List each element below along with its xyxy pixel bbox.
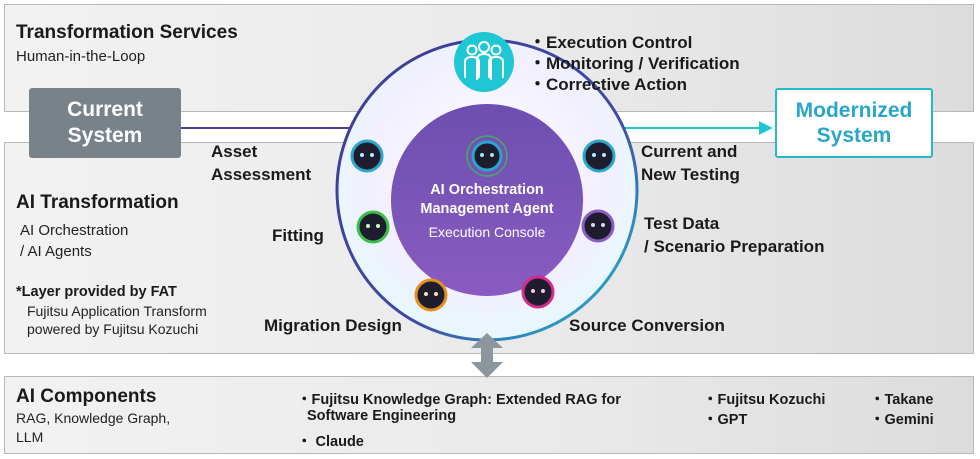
orchestration-title-line1: AI Orchestration	[430, 182, 544, 198]
component-item: ・Gemini	[870, 412, 934, 428]
execution-console-label: Execution Console	[428, 224, 546, 240]
ai-components-title: AI Components	[16, 386, 157, 407]
component-item: ・ Claude	[297, 434, 364, 450]
stage-testdata-line2: / Scenario Preparation	[644, 237, 825, 256]
stage-testing-line1: Current and	[641, 142, 738, 161]
component-item: ・Fujitsu Knowledge Graph: Extended RAG f…	[297, 392, 621, 408]
orchestration-title-line2: Management Agent	[420, 201, 554, 217]
stage-source: Source Conversion	[569, 316, 725, 335]
ai-components-band	[4, 376, 974, 454]
ai-transformation-line2: / AI Agents	[20, 243, 92, 260]
stage-testdata-line1: Test Data	[644, 214, 720, 233]
transformation-services-subtitle: Human-in-the-Loop	[16, 48, 146, 65]
orchestration-core	[391, 104, 583, 296]
agent-fitting-icon	[356, 210, 390, 244]
agent-migration-icon	[414, 278, 448, 312]
stage-fitting: Fitting	[272, 226, 324, 245]
people-group-icon	[454, 32, 514, 92]
services-bullet: ・Corrective Action	[529, 75, 688, 94]
stage-testing-line2: New Testing	[641, 165, 740, 184]
component-item: ・Fujitsu Kozuchi	[703, 392, 826, 408]
agent-asset-icon	[350, 139, 384, 173]
services-bullet: ・Execution Control	[529, 33, 693, 52]
agent-source-icon	[521, 275, 555, 309]
component-item: Software Engineering	[307, 408, 457, 424]
modernized-system-box: Modernized System	[775, 88, 933, 158]
services-bullet: ・Monitoring / Verification	[529, 54, 740, 73]
component-item: ・GPT	[703, 412, 748, 428]
modernized-system-line1: Modernized	[795, 98, 913, 122]
component-item: ・Takane	[870, 392, 934, 408]
stage-asset-line2: Assessment	[211, 165, 312, 184]
fat-note-line1: Fujitsu Application Transform	[27, 303, 207, 319]
ai-components-line1: RAG, Knowledge Graph,	[16, 410, 171, 426]
fat-note-title: *Layer provided by FAT	[16, 284, 177, 300]
current-system-box: Current System	[29, 88, 181, 158]
agent-testing-icon	[582, 139, 616, 173]
ai-transformation-line1: AI Orchestration	[20, 222, 129, 239]
orchestration-agent-icon	[466, 135, 508, 177]
stage-migration: Migration Design	[264, 316, 402, 335]
modernized-system-line2: System	[816, 124, 892, 147]
bidirectional-arrow-icon	[471, 333, 503, 378]
current-system-line2: System	[67, 124, 143, 147]
transformation-services-title: Transformation Services	[16, 22, 238, 43]
stage-asset-line1: Asset	[211, 142, 258, 161]
ai-transformation-title: AI Transformation	[16, 192, 179, 213]
fat-note-line2: powered by Fujitsu Kozuchi	[27, 321, 199, 337]
current-system-line1: Current	[67, 97, 143, 121]
ai-components-line2: LLM	[16, 429, 44, 445]
agent-testdata-icon	[581, 209, 615, 243]
